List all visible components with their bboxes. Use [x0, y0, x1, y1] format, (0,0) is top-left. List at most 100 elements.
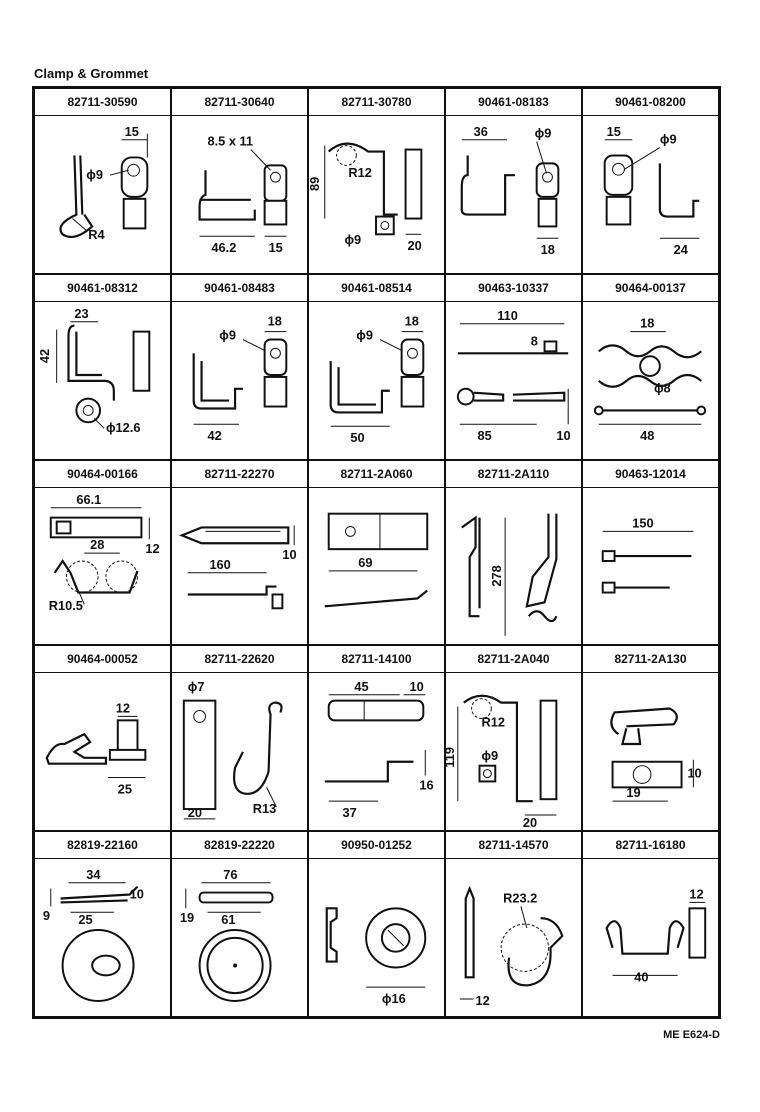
dim-label: 36 [474, 124, 488, 139]
part-cell: 90463-12014 150 [582, 459, 719, 646]
clamp-drawing: 8.5 x 11 46.2 15 [198, 134, 288, 255]
part-cell: 82711-2A110 278 [445, 459, 582, 646]
dim-label: R4 [88, 227, 105, 242]
clamp-drawing: R23.2 12 [459, 885, 564, 1008]
part-drawing: 15 ϕ9 24 [583, 116, 718, 273]
part-number: 82819-22160 [35, 832, 170, 860]
part-number: 82819-22220 [172, 832, 307, 860]
dim-label: 15 [125, 124, 139, 139]
dim-label: 61 [221, 912, 235, 927]
part-cell: 90463-10337 110 8 85 10 [445, 273, 582, 460]
parts-grid: 82711-30590 15 ϕ9 R4 82711-30640 [32, 86, 721, 1019]
clamp-drawing: 12 40 [605, 887, 707, 984]
dim-label: ϕ9 [535, 126, 552, 141]
part-number: 90463-12014 [583, 461, 718, 488]
clamp-drawing: 110 8 85 10 [456, 308, 571, 443]
dim-label: R13 [253, 801, 276, 816]
part-drawing: 278 [446, 488, 581, 645]
part-drawing: 66.1 28 12 R10.5 [35, 488, 170, 645]
part-number: 82711-14100 [309, 646, 444, 674]
part-drawing: ϕ9 18 50 [309, 302, 444, 459]
clamp-drawing: 69 [324, 512, 429, 607]
dim-label: ϕ8 [654, 381, 671, 396]
part-number: 82711-16180 [583, 832, 718, 860]
dim-label: ϕ16 [382, 991, 406, 1006]
dim-label: ϕ9 [86, 167, 103, 182]
clamp-drawing: ϕ9 18 42 [192, 314, 288, 443]
dim-label: R12 [481, 715, 504, 730]
part-drawing: 110 8 85 10 [446, 302, 581, 459]
part-drawing: 45 10 16 37 [309, 673, 444, 830]
dim-label: ϕ12.6 [106, 420, 141, 435]
dim-label: ϕ9 [356, 327, 373, 342]
dim-label: R10.5 [49, 598, 83, 613]
part-drawing: 150 [583, 488, 718, 645]
clamp-drawing: ϕ9 18 50 [329, 314, 425, 445]
part-number: 90461-08312 [35, 275, 170, 302]
dim-label: R12 [348, 165, 371, 180]
clamp-drawing: 15 ϕ9 R4 [59, 124, 149, 242]
part-number: 82711-30590 [35, 89, 170, 116]
part-drawing: 8.5 x 11 46.2 15 [172, 116, 307, 273]
dim-label: 28 [90, 537, 104, 552]
dim-label: 25 [78, 912, 92, 927]
clamp-drawing: 18 ϕ8 48 [593, 315, 707, 443]
clamp-drawing: 45 10 16 37 [324, 679, 434, 820]
part-drawing: 34 10 9 25 [35, 859, 170, 1016]
part-drawing: 69 [309, 488, 444, 645]
part-number: 82711-22620 [172, 646, 307, 674]
clamp-drawing: 89 R12 ϕ9 20 [309, 142, 423, 253]
dim-label: 15 [607, 124, 621, 139]
dim-label: 8 [531, 333, 538, 348]
dim-label: 160 [209, 556, 230, 571]
dim-label: 278 [489, 565, 504, 586]
part-number: 82711-30780 [309, 89, 444, 116]
page-title: Clamp & Grommet [34, 66, 149, 81]
part-cell: 82711-16180 12 40 [582, 831, 719, 1017]
part-cell: 90950-01252 ϕ16 [308, 831, 445, 1017]
dim-label: 48 [640, 428, 654, 443]
clamp-drawing: 278 [461, 513, 558, 636]
dim-label: 85 [478, 428, 492, 443]
dim-label: 18 [268, 314, 282, 329]
part-cell: 90461-08200 15 ϕ9 24 [582, 88, 719, 274]
dim-label: 8.5 x 11 [207, 134, 253, 149]
dim-label: 24 [674, 242, 689, 257]
part-number: 82711-2A130 [583, 646, 718, 674]
dim-label: 119 [446, 747, 457, 768]
dim-label: 42 [37, 349, 52, 363]
dim-label: 18 [640, 315, 654, 330]
part-number: 90461-08183 [446, 89, 581, 116]
dim-label: 12 [689, 887, 703, 902]
dim-label: 23 [74, 306, 88, 321]
part-drawing: 89 R12 ϕ9 20 [309, 116, 444, 273]
dim-label: ϕ9 [660, 132, 677, 147]
dim-label: 46.2 [211, 240, 236, 255]
part-cell: 82711-2A060 69 [308, 459, 445, 646]
dim-label: 20 [188, 805, 202, 820]
part-cell: 82711-30640 8.5 x 11 46.2 15 [171, 88, 308, 274]
dim-label: 66.1 [76, 491, 101, 506]
dim-label: 15 [269, 240, 283, 255]
dim-label: 69 [358, 554, 372, 569]
dim-label: ϕ7 [188, 679, 205, 694]
part-cell: 82711-14100 45 10 16 37 [308, 645, 445, 832]
clamp-drawing: 66.1 28 12 R10.5 [49, 491, 160, 613]
dim-label: 110 [497, 308, 518, 323]
part-cell: 82711-14570 R23.2 12 [445, 831, 582, 1017]
part-drawing: 12 40 [583, 859, 718, 1016]
dim-label: 20 [408, 238, 422, 253]
part-cell: 90461-08183 36 ϕ9 18 [445, 88, 582, 274]
part-cell: 90464-00166 66.1 28 12 R10.5 [34, 459, 171, 646]
part-number: 90461-08514 [309, 275, 444, 302]
part-drawing: ϕ16 [309, 859, 444, 1016]
part-drawing: 76 19 61 [172, 859, 307, 1016]
dim-label: 76 [223, 867, 237, 882]
clamp-drawing: 76 19 61 [180, 867, 274, 1003]
part-cell: 82711-22620 ϕ7 20 R13 [171, 645, 308, 832]
part-number: 90463-10337 [446, 275, 581, 302]
dim-label: 10 [556, 428, 570, 443]
part-cell: 82819-22160 34 10 9 25 [34, 831, 171, 1017]
dim-label: 50 [350, 430, 364, 445]
part-number: 90461-08200 [583, 89, 718, 116]
